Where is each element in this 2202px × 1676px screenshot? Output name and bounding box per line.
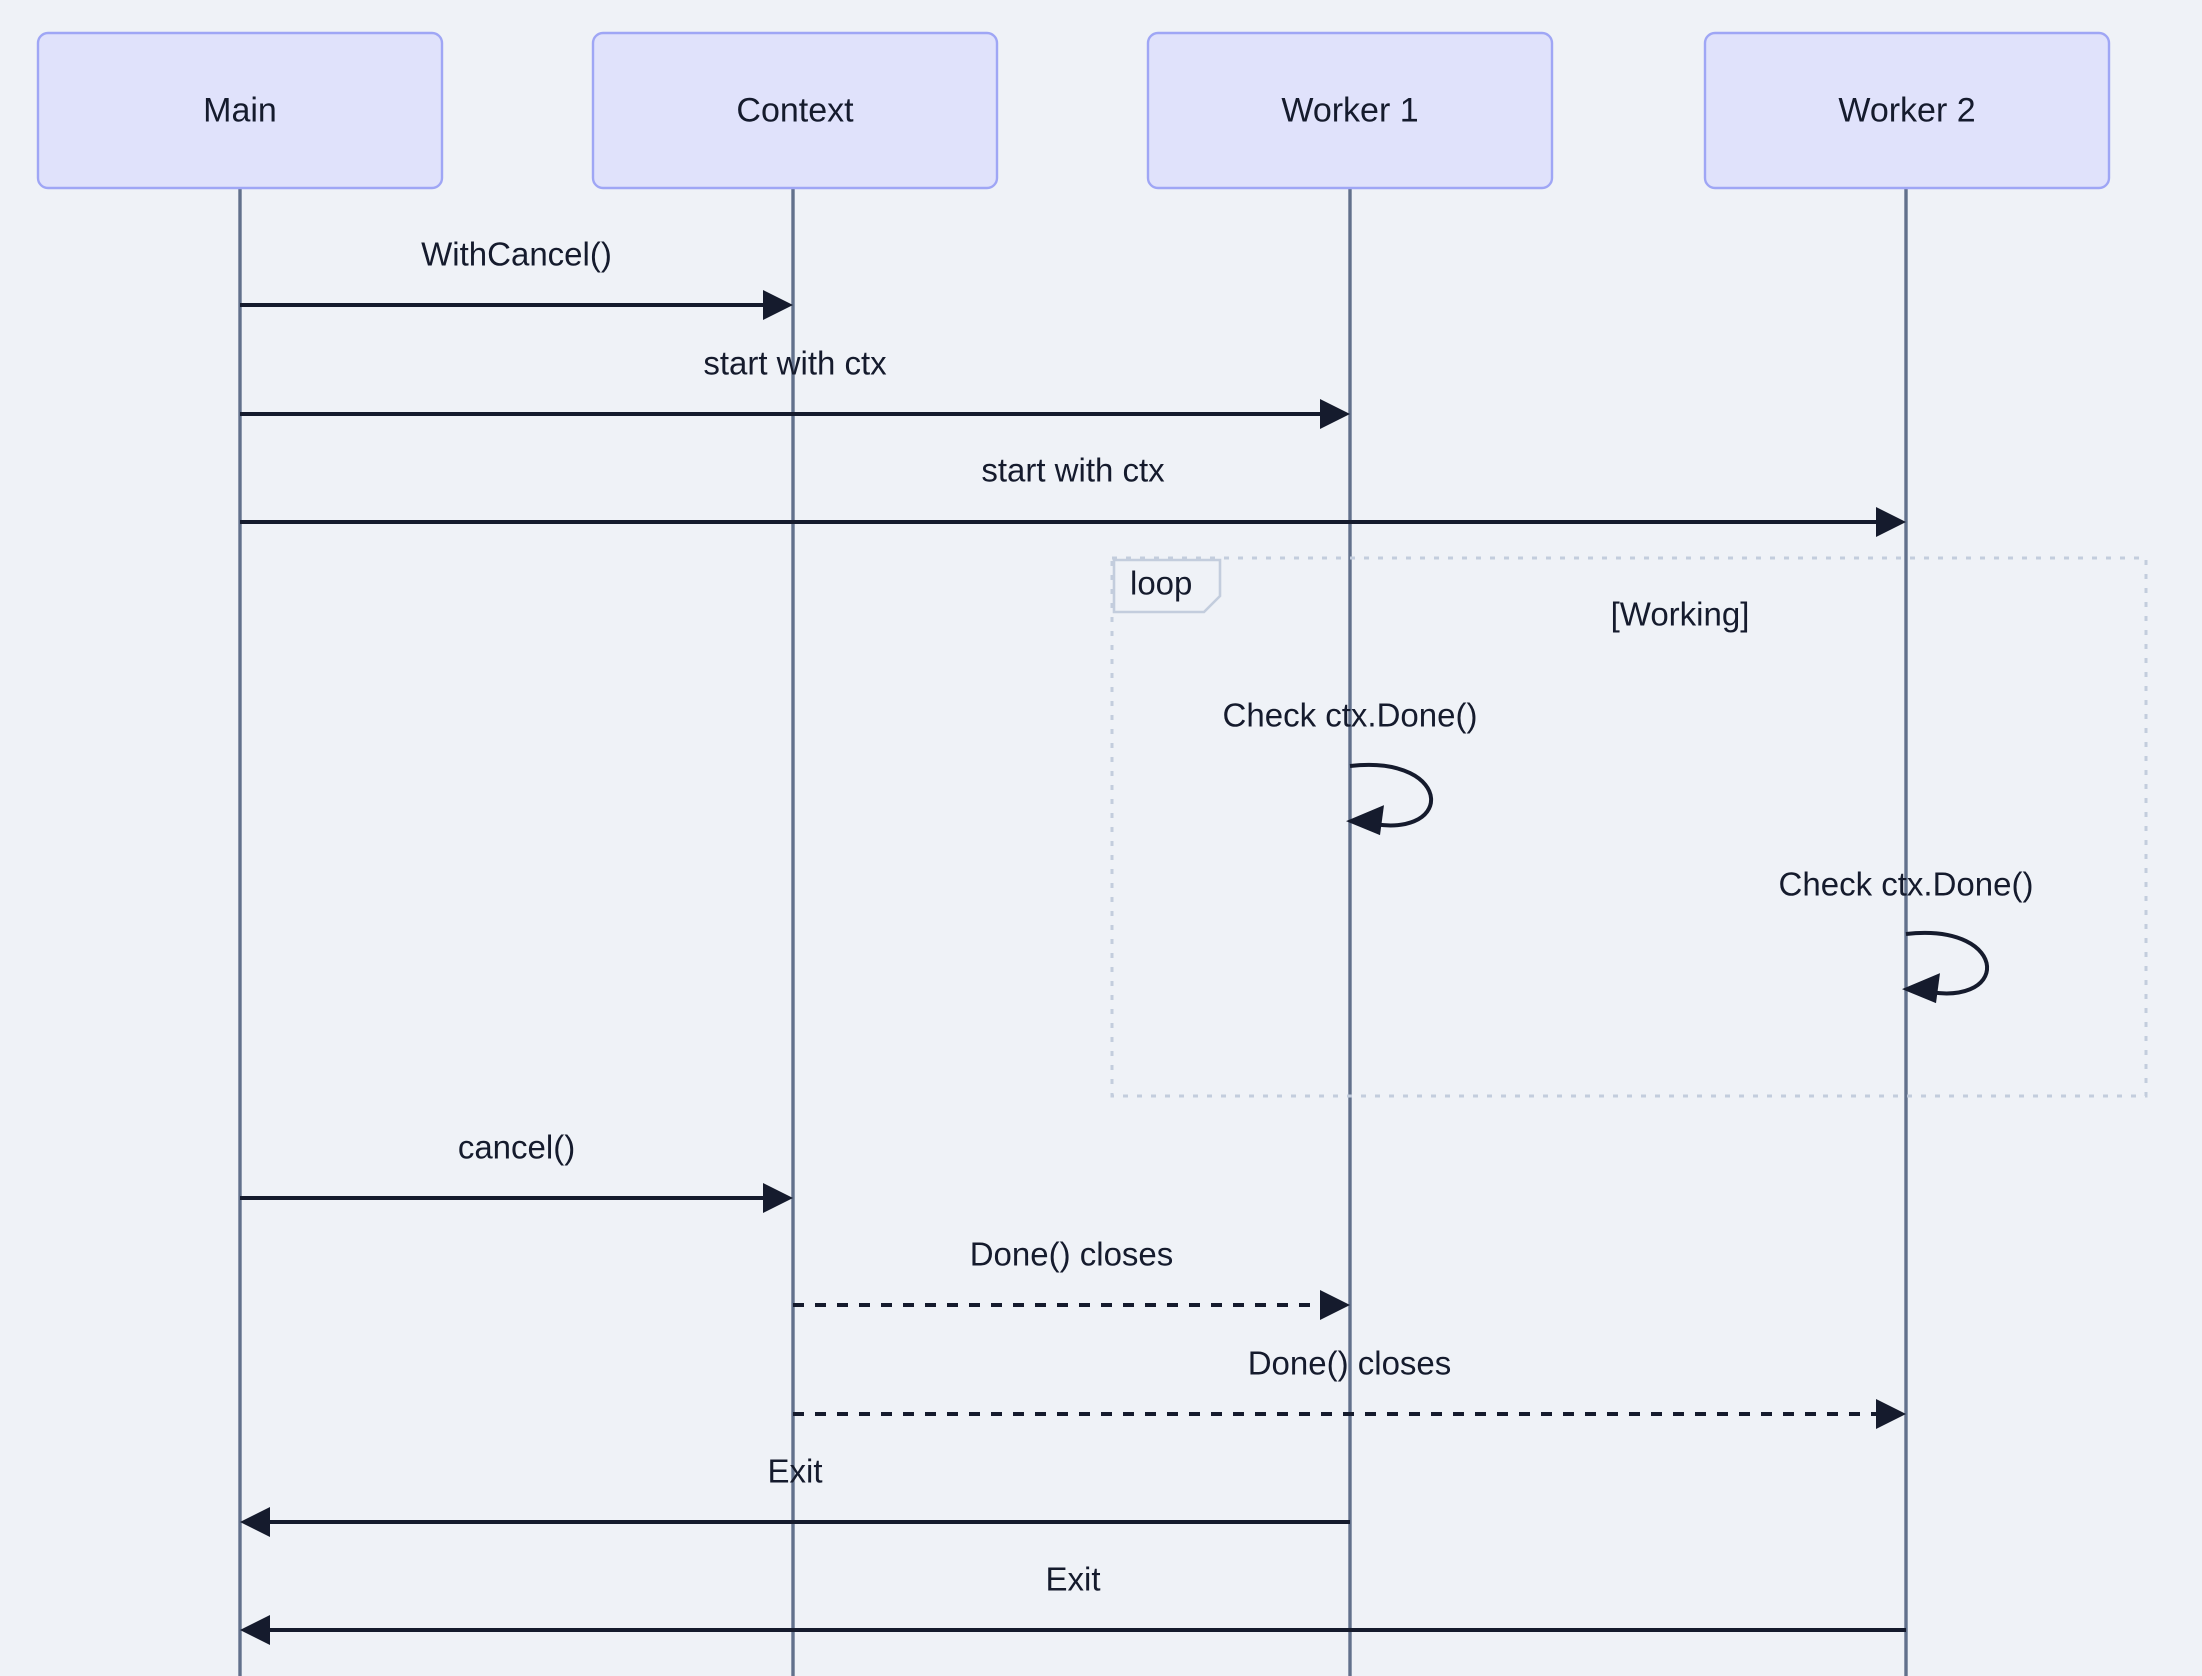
loop-tag-shape [1112,558,1222,614]
message-m5: Check ctx.Done() [1779,866,2034,1004]
message-label-m9: Exit [767,1453,822,1490]
arrowhead-m4 [1346,805,1384,836]
participant-main[interactable]: Main [36,31,444,190]
loop-fragment-layer: loop [Working] [1110,556,2148,1098]
arrowhead-m9 [240,1507,270,1537]
self-message-curve-m4 [1349,762,1434,828]
message-label-m10: Exit [1045,1561,1100,1598]
arrowhead-m8 [1876,1399,1906,1429]
message-label-m6: cancel() [458,1129,575,1166]
self-message-curve-m5 [1905,930,1990,996]
participant-label-main: Main [203,91,277,129]
participant-label-worker1: Worker 1 [1281,91,1418,129]
loop-fragment-frame [1110,556,2148,1098]
arrowhead-m5 [1902,973,1940,1004]
participant-box-context[interactable] [591,31,999,190]
message-label-m1: WithCancel() [421,236,612,273]
arrowhead-m3 [1876,507,1906,537]
message-m4: Check ctx.Done() [1223,697,1478,836]
participants-layer: Main Context Worker 1 Worker 2 [36,31,2111,190]
arrowhead-m7 [1320,1290,1350,1320]
message-m7: Done() closes [793,1236,1350,1320]
participant-box-worker1[interactable] [1146,31,1554,190]
lifelines-layer [238,188,1908,1676]
message-label-m2: start with ctx [703,345,887,382]
arrowhead-m1 [763,290,793,320]
message-label-m5: Check ctx.Done() [1779,866,2034,903]
loop-condition-label: [Working] [1611,596,1750,633]
message-label-m3: start with ctx [981,452,1165,489]
message-label-m7: Done() closes [970,1236,1174,1273]
participant-box-worker2[interactable] [1703,31,2111,190]
message-m9: Exit [240,1453,1350,1537]
messages-layer: WithCancel() start with ctx start with ctx… [240,236,2033,1645]
participant-label-worker2: Worker 2 [1838,91,1975,129]
participant-context[interactable]: Context [591,31,999,190]
message-label-m8: Done() closes [1248,1345,1452,1382]
message-m1: WithCancel() [240,236,793,320]
arrowhead-m10 [240,1615,270,1645]
message-m8: Done() closes [793,1345,1906,1429]
message-m10: Exit [240,1561,1906,1645]
participant-worker1[interactable]: Worker 1 [1146,31,1554,190]
arrowhead-m2 [1320,399,1350,429]
message-m6: cancel() [240,1129,793,1213]
participant-box-main[interactable] [36,31,444,190]
message-m3: start with ctx [240,452,1906,537]
arrowhead-m6 [763,1183,793,1213]
message-label-m4: Check ctx.Done() [1223,697,1478,734]
participant-label-context: Context [736,91,854,129]
loop-tag-label: loop [1130,565,1192,602]
participant-worker2[interactable]: Worker 2 [1703,31,2111,190]
message-m2: start with ctx [240,345,1350,429]
